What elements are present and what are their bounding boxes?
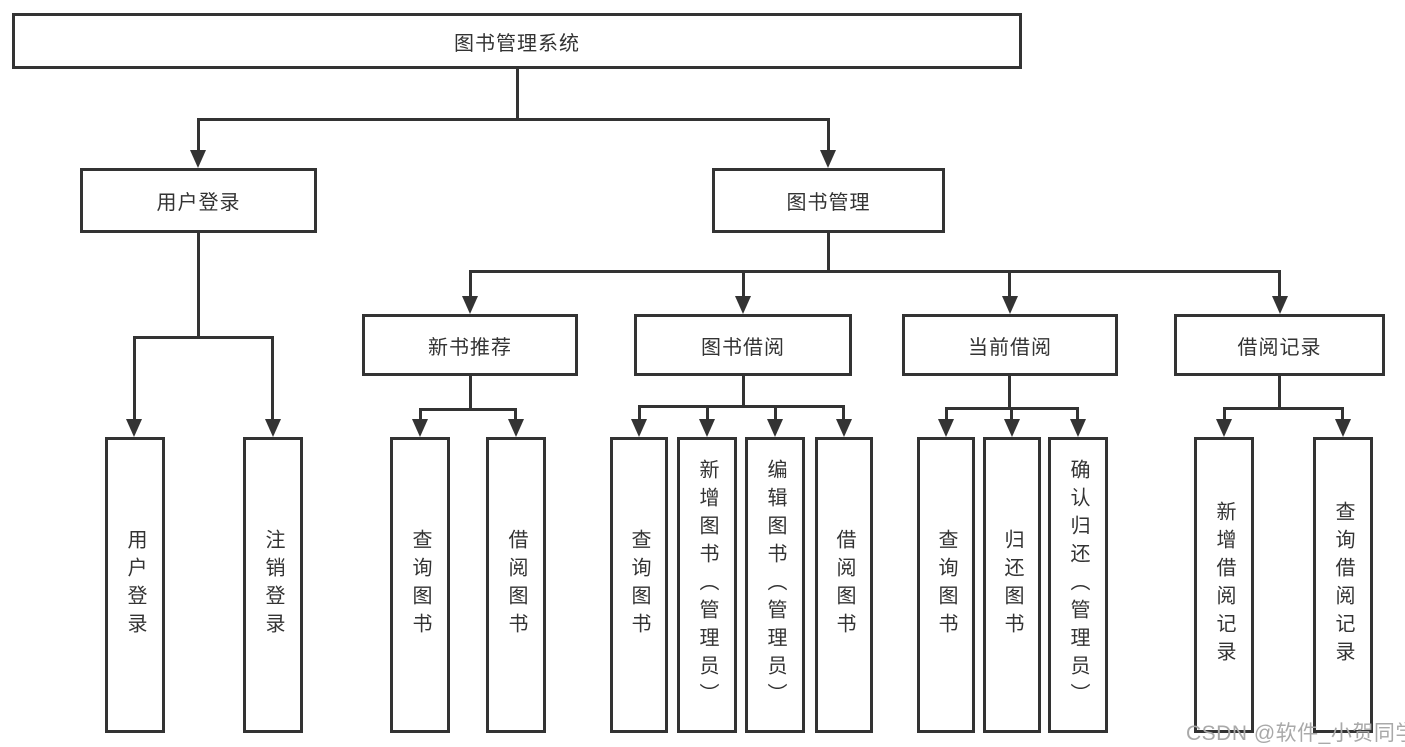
leaf-add-borrow-record: 新增借阅记录	[1194, 437, 1254, 733]
leaf-label: 用户登录	[124, 529, 146, 641]
leaf-label: 查询图书	[409, 529, 431, 641]
connector-drop-leaf	[706, 405, 709, 419]
arrow-down-icon	[820, 150, 836, 168]
connector-drop-book-management	[827, 118, 830, 150]
connector-drop-leaf	[638, 405, 641, 419]
arrow-down-icon	[836, 419, 852, 437]
arrow-down-icon	[126, 419, 142, 437]
node-label: 当前借阅	[968, 336, 1052, 359]
node-label: 用户登录	[156, 192, 241, 214]
node-current-borrow: 当前借阅	[902, 314, 1118, 376]
arrow-down-icon	[412, 419, 428, 437]
connector-trunk-root	[516, 69, 519, 118]
connector-drop-leaf	[1223, 407, 1226, 419]
arrow-down-icon	[1335, 419, 1351, 437]
leaf-add-book-admin: 新增图书（管理员）	[677, 437, 737, 733]
connector-trunk-user-login	[197, 233, 200, 336]
connector-drop-leaf	[514, 408, 517, 419]
node-book-borrow: 图书借阅	[634, 314, 852, 376]
leaf-borrow-books-recommend: 借阅图书	[486, 437, 546, 733]
leaf-borrow-books: 借阅图书	[815, 437, 873, 733]
leaf-label: 借阅图书	[833, 529, 855, 641]
node-label: 新书推荐	[428, 336, 512, 359]
node-label: 图书借阅	[701, 336, 785, 359]
connector-drop-leaf	[1076, 407, 1079, 419]
leaf-label: 新增借阅记录	[1213, 501, 1235, 669]
arrow-down-icon	[1216, 419, 1232, 437]
node-library-management-system: 图书管理系统	[12, 13, 1022, 69]
connector-drop-leaf	[945, 407, 948, 419]
node-label: 图书管理	[786, 192, 871, 214]
arrow-down-icon	[1070, 419, 1086, 437]
connector-drop-leaf	[842, 405, 845, 419]
connector-drop-logout-leaf	[271, 336, 274, 419]
connector-drop-leaf	[419, 408, 422, 419]
connector-drop-borrow-records	[1278, 270, 1281, 296]
arrow-down-icon	[1002, 296, 1018, 314]
connector-drop-user-login	[197, 118, 200, 150]
leaf-user-login: 用户登录	[105, 437, 165, 733]
connector-drop-login-leaf	[133, 336, 136, 419]
connector-rail-book-borrow	[638, 405, 845, 408]
connector-rail-new-book	[419, 408, 517, 411]
connector-trunk-new-book	[469, 376, 472, 408]
connector-drop-leaf	[774, 405, 777, 419]
leaf-logout: 注销登录	[243, 437, 303, 733]
leaf-label: 新增图书（管理员）	[696, 459, 718, 711]
leaf-return-books: 归还图书	[983, 437, 1041, 733]
node-user-login: 用户登录	[80, 168, 317, 233]
arrow-down-icon	[462, 296, 478, 314]
leaf-query-borrow-record: 查询借阅记录	[1313, 437, 1373, 733]
connector-rail-borrow-records	[1223, 407, 1344, 410]
leaf-query-books-borrow: 查询图书	[610, 437, 668, 733]
connector-drop-current-borrow	[1008, 270, 1011, 296]
connector-rail-user-login	[133, 336, 274, 339]
node-new-book-recommend: 新书推荐	[362, 314, 578, 376]
leaf-confirm-return-admin: 确认归还（管理员）	[1048, 437, 1108, 733]
arrow-down-icon	[631, 419, 647, 437]
arrow-down-icon	[938, 419, 954, 437]
connector-drop-leaf	[1341, 407, 1344, 419]
connector-drop-leaf	[1010, 407, 1013, 419]
node-book-management: 图书管理	[712, 168, 945, 233]
connector-trunk-book-management	[827, 233, 830, 270]
connector-rail-level3	[469, 270, 1281, 273]
leaf-label: 归还图书	[1001, 529, 1023, 641]
connector-drop-book-borrow	[742, 270, 745, 296]
leaf-query-books-current: 查询图书	[917, 437, 975, 733]
connector-trunk-borrow-records	[1278, 376, 1281, 407]
leaf-label: 查询借阅记录	[1332, 501, 1354, 669]
leaf-label: 查询图书	[935, 529, 957, 641]
arrow-down-icon	[265, 419, 281, 437]
arrow-down-icon	[699, 419, 715, 437]
csdn-watermark: CSDN @软件_小贺同学	[1186, 722, 1405, 745]
connector-trunk-current-borrow	[1008, 376, 1011, 407]
node-borrow-records: 借阅记录	[1174, 314, 1385, 376]
arrow-down-icon	[767, 419, 783, 437]
connector-trunk-book-borrow	[742, 376, 745, 405]
leaf-label: 编辑图书（管理员）	[764, 459, 786, 711]
arrow-down-icon	[735, 296, 751, 314]
arrow-down-icon	[190, 150, 206, 168]
connector-drop-new-book	[469, 270, 472, 296]
leaf-label: 借阅图书	[505, 529, 527, 641]
leaf-label: 注销登录	[262, 529, 284, 641]
leaf-label: 确认归还（管理员）	[1067, 459, 1089, 711]
connector-rail-level2	[197, 118, 830, 121]
leaf-edit-book-admin: 编辑图书（管理员）	[745, 437, 805, 733]
node-label: 图书管理系统	[454, 32, 580, 55]
node-label: 借阅记录	[1237, 336, 1322, 359]
leaf-label: 查询图书	[628, 529, 650, 641]
leaf-query-books-recommend: 查询图书	[390, 437, 450, 733]
arrow-down-icon	[1004, 419, 1020, 437]
arrow-down-icon	[508, 419, 524, 437]
arrow-down-icon	[1272, 296, 1288, 314]
